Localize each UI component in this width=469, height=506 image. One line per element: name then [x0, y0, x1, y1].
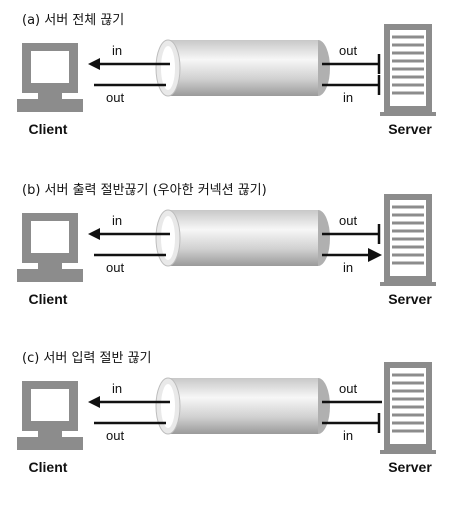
monitor-icon: [17, 381, 83, 450]
panel-c: (c) 서버 입력 절반 끊기 Client Serve: [0, 338, 469, 506]
client-label: Client: [29, 121, 68, 137]
lower-stream: [94, 248, 382, 262]
lower-left-label: out: [106, 260, 124, 275]
lower-stream: [94, 75, 381, 95]
arrow-head: [368, 248, 382, 262]
lower-left-label: out: [106, 90, 124, 105]
panel-a: (a) 서버 전체 끊기 Client: [0, 0, 469, 168]
connection-diagram: Client Server: [17, 194, 436, 307]
panel-caption: (a) 서버 전체 끊기: [22, 13, 125, 28]
panel-b: (b) 서버 출력 절반끊기 (우아한 커넥션 끊기) Client: [0, 170, 469, 338]
monitor-icon: [17, 43, 83, 112]
lower-stream: [94, 413, 381, 433]
upper-right-label: out: [339, 381, 357, 396]
panel-caption: (b) 서버 출력 절반끊기 (우아한 커넥션 끊기): [22, 183, 267, 198]
server-label: Server: [388, 121, 432, 137]
upper-left-label: in: [112, 43, 122, 58]
lower-right-label: in: [343, 428, 353, 443]
server-label: Server: [388, 459, 432, 475]
monitor-icon: [17, 213, 83, 282]
connection-pipe: [155, 377, 330, 435]
lower-left-label: out: [106, 428, 124, 443]
server-label: Server: [388, 291, 432, 307]
connection-diagram: Client Server: [17, 24, 436, 137]
panel-caption: (c) 서버 입력 절반 끊기: [22, 351, 152, 366]
connection-pipe: [155, 39, 330, 97]
connection-pipe: [155, 209, 330, 267]
upper-stream: [88, 396, 382, 408]
lower-right-label: in: [343, 90, 353, 105]
upper-right-label: out: [339, 43, 357, 58]
upper-left-label: in: [112, 213, 122, 228]
upper-right-label: out: [339, 213, 357, 228]
upper-stream: [88, 224, 381, 244]
server-tower-icon: [380, 24, 436, 116]
client-label: Client: [29, 459, 68, 475]
connection-diagram: Client Server: [17, 362, 436, 475]
client-label: Client: [29, 291, 68, 307]
lower-right-label: in: [343, 260, 353, 275]
server-tower-icon: [380, 362, 436, 454]
upper-stream: [88, 54, 381, 74]
server-tower-icon: [380, 194, 436, 286]
upper-left-label: in: [112, 381, 122, 396]
